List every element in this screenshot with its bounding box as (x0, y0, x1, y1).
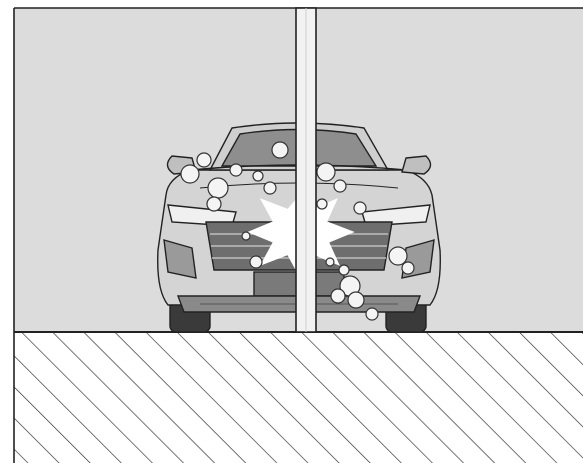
pole-collision-illustration (0, 0, 583, 463)
